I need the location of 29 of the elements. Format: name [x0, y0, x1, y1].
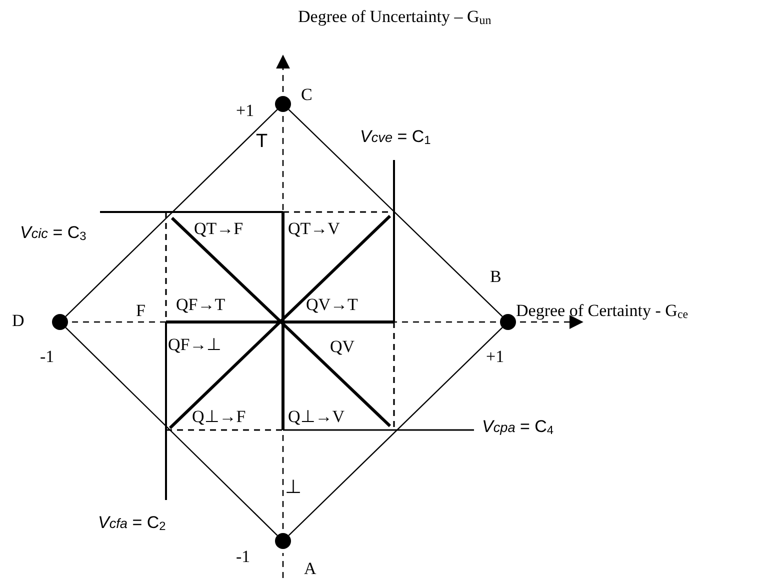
vertex-dot [500, 314, 516, 330]
diamond-side [288, 327, 503, 536]
diamond-side [288, 109, 503, 317]
region-label: Q⊥→V [288, 408, 345, 427]
region-label: QV [330, 338, 355, 357]
region-label: QT→F [194, 220, 244, 239]
vertex-label: -1 [236, 548, 250, 567]
vertex-label: -1 [40, 348, 54, 367]
vertex-label: B [490, 268, 502, 287]
region-symbol: ⊥ [285, 478, 302, 499]
diamond-side [65, 327, 278, 536]
vertex-label: D [12, 312, 24, 331]
vertex-label: +1 [486, 348, 504, 367]
vertex-dot [275, 96, 291, 112]
vertex-dot [275, 533, 291, 549]
region-symbol: F [136, 302, 146, 321]
diamond-side [65, 109, 278, 317]
region-label: QF→⊥ [168, 336, 222, 355]
region-label: QF→T [176, 296, 226, 315]
vertex-label: A [304, 560, 316, 579]
region-label: Q⊥→F [192, 408, 246, 427]
axis-title: Degree of Uncertainty – G$_{un}$ [298, 8, 492, 27]
axis-title: Degree of Certainty - G$_{ce}$ [516, 302, 688, 321]
vertex-label: +1 [236, 102, 254, 121]
region-label: QV→T [306, 296, 358, 315]
vertex-dot [52, 314, 68, 330]
region-label: QT→V [288, 220, 340, 239]
vertex-label: C [301, 86, 312, 105]
region-symbol: T [256, 132, 268, 153]
